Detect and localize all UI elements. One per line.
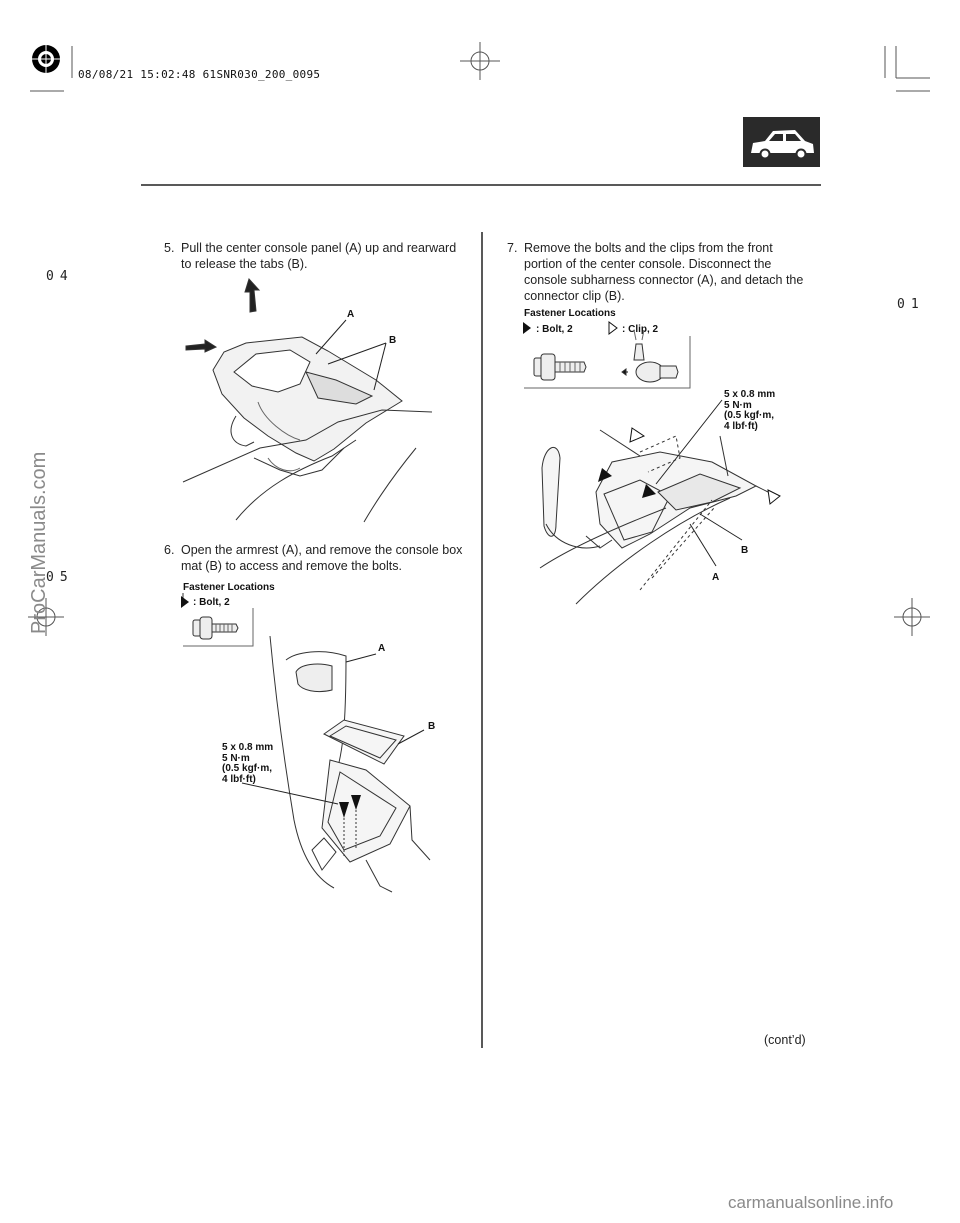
- step-5-line-2: to release the tabs (B).: [181, 257, 308, 271]
- bolt-marker-icon: [523, 322, 531, 334]
- car-body-icon: [751, 130, 814, 160]
- step-6-number: 6.: [164, 543, 175, 557]
- step-7-instruction: 7. Remove the bolts and the clips from t…: [507, 240, 817, 304]
- margin-number-right-top: 01: [897, 297, 925, 312]
- step-6-torque-size: 5 x 0.8 mm: [222, 742, 274, 753]
- step-7-clip-legend: : Clip, 2: [622, 324, 659, 335]
- step-6-instruction: 6. Open the armrest (A), and remove the …: [164, 542, 474, 574]
- clip-marker-icon: [608, 321, 618, 335]
- step-6-torque-nm: 5 N·m: [222, 752, 250, 764]
- margin-number-left-bottom: 05: [46, 570, 74, 585]
- step-7-line-2: portion of the center console. Disconnec…: [524, 257, 772, 271]
- step-7-line-1: Remove the bolts and the clips from the …: [524, 241, 773, 255]
- margin-number-left-top: 04: [46, 269, 74, 284]
- step-7-number: 7.: [507, 241, 518, 255]
- footer-watermark: carmanualsonline.info: [728, 1193, 894, 1212]
- step-5-callout-a: A: [347, 309, 355, 320]
- step-7-torque-nm: 5 N·m: [724, 399, 752, 411]
- step-7-line-4: connector clip (B).: [524, 289, 625, 303]
- step-5-number: 5.: [164, 241, 175, 255]
- step-7-callout-a: A: [712, 572, 720, 583]
- clip-icon: [621, 329, 679, 383]
- section-header-badge: [743, 117, 820, 167]
- step-6-callout-a: A: [378, 643, 386, 654]
- step-6-torque-spec: 5 x 0.8 mm 5 N·m (0.5 kgf·m, 4 lbf·ft): [222, 742, 274, 785]
- step-7-callout-b: B: [741, 545, 749, 556]
- step-6-torque-lbf: 4 lbf·ft): [222, 773, 256, 785]
- step-7-line-3: console subharness connector (A), and de…: [524, 273, 804, 287]
- step-6-fastener-title: Fastener Locations: [183, 582, 275, 593]
- step-7-torque-size: 5 x 0.8 mm: [724, 389, 776, 400]
- step-7-torque-spec: 5 x 0.8 mm 5 N·m (0.5 kgf·m, 4 lbf·ft): [724, 389, 776, 432]
- step-6-callout-b: B: [428, 721, 436, 732]
- registration-target-icon: [28, 41, 64, 77]
- step-7-bolt-legend: : Bolt, 2: [536, 324, 573, 335]
- step-6-torque-kgf: (0.5 kgf·m,: [222, 763, 273, 774]
- step-6-line-1: Open the armrest (A), and remove the con…: [181, 543, 463, 557]
- step-5-instruction: 5. Pull the center console panel (A) up …: [164, 240, 464, 272]
- crop-marks: [28, 42, 930, 636]
- print-timestamp: 08/08/21 15:02:48 61SNR030_200_0095: [78, 68, 321, 81]
- bolt-icon: [192, 616, 239, 640]
- step-7-torque-kgf: (0.5 kgf·m,: [724, 410, 775, 421]
- step-7-fastener-title: Fastener Locations: [524, 308, 616, 319]
- step-5-line-1: Pull the center console panel (A) up and…: [181, 241, 457, 255]
- continued-label: (cont’d): [764, 1033, 806, 1047]
- step-6-bolt-legend: : Bolt, 2: [193, 597, 230, 608]
- bolt-icon: [533, 353, 587, 381]
- bolt-marker-icon: [181, 596, 189, 608]
- step-7-torque-lbf: 4 lbf·ft): [724, 420, 758, 432]
- step-5-callout-b: B: [389, 335, 397, 346]
- step-6-line-2: mat (B) to access and remove the bolts.: [181, 559, 402, 573]
